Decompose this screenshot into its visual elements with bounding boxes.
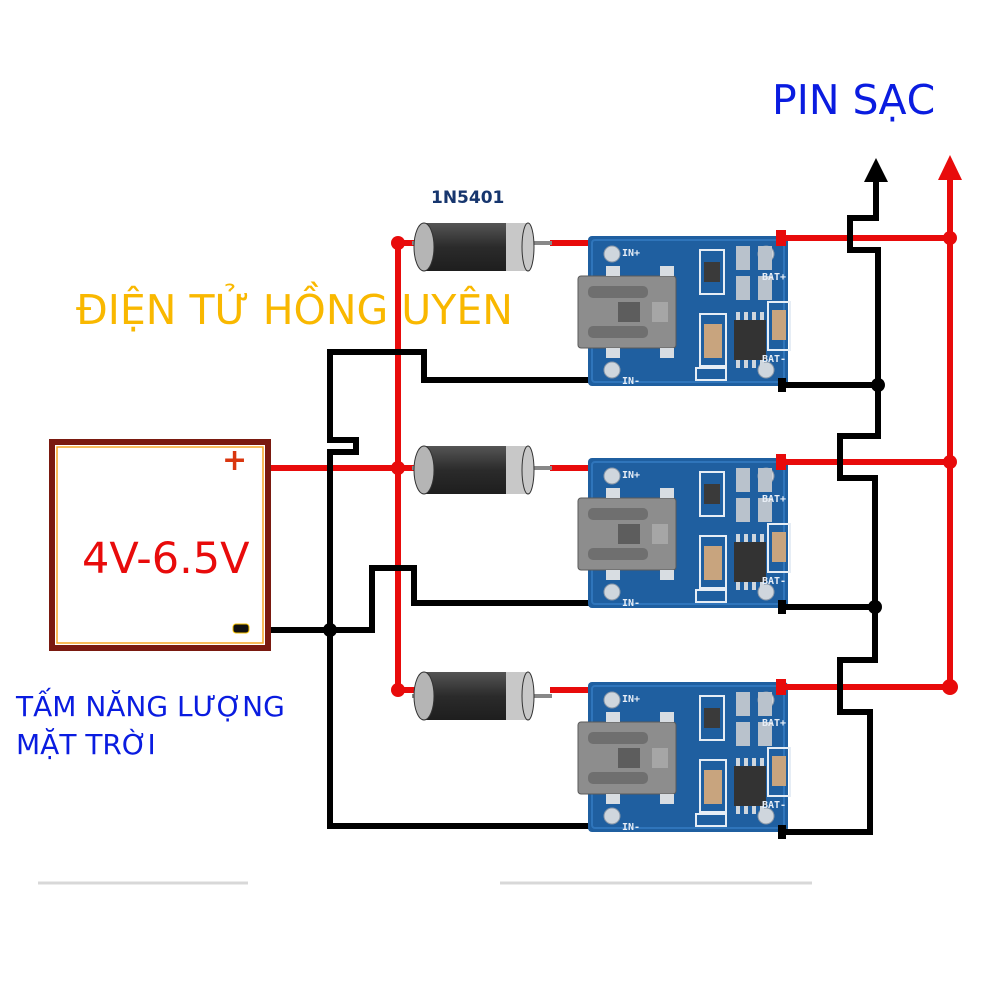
negative-output-arrow-icon bbox=[864, 158, 888, 182]
junction-dot bbox=[391, 683, 405, 697]
junction-dot bbox=[391, 236, 405, 250]
junction-dot bbox=[942, 679, 958, 695]
plus-symbol: + bbox=[222, 443, 247, 478]
solar-panel-label-line2: MẶT TRỜI bbox=[16, 728, 156, 761]
diode-3 bbox=[412, 671, 552, 721]
output-label: PIN SẠC bbox=[772, 76, 936, 124]
junction-dot bbox=[323, 623, 337, 637]
pin-label-bat-minus: BAT- bbox=[762, 800, 786, 811]
pin-label-bat-minus: BAT- bbox=[762, 354, 786, 365]
solar-panel-label-line1: TẤM NĂNG LƯỢNG bbox=[16, 690, 285, 723]
negative-output-wiring bbox=[780, 175, 881, 835]
pin-label-in-minus: IN- bbox=[622, 376, 640, 387]
solar-panel: + bbox=[49, 439, 271, 651]
junction-dot bbox=[391, 461, 405, 475]
pin-label-bat-plus: BAT+ bbox=[762, 718, 786, 729]
pin-label-in-minus: IN- bbox=[622, 822, 640, 833]
pin-label-in-plus: IN+ bbox=[622, 248, 640, 259]
minus-symbol bbox=[232, 623, 250, 634]
junction-dot bbox=[943, 231, 957, 245]
junction-dot bbox=[943, 455, 957, 469]
diode-1 bbox=[412, 222, 552, 272]
panel-voltage: 4V-6.5V bbox=[82, 534, 250, 584]
pin-label-in-minus: IN- bbox=[622, 598, 640, 609]
watermark-text: ĐIỆN TỬ HỒNG UYÊN bbox=[76, 286, 513, 334]
pin-label-bat-minus: BAT- bbox=[762, 576, 786, 587]
pin-label-in-plus: IN+ bbox=[622, 694, 640, 705]
pin-label-in-plus: IN+ bbox=[622, 470, 640, 481]
charger-module-1: IN+ IN- BAT+ BAT- bbox=[577, 235, 791, 387]
charger-module-2: IN+ IN- BAT+ BAT- bbox=[577, 457, 791, 609]
positive-output-wiring bbox=[778, 175, 953, 690]
diode-part-number: 1N5401 bbox=[431, 188, 505, 208]
positive-output-arrow-icon bbox=[938, 155, 962, 180]
charger-module-3: IN+ IN- BAT+ BAT- bbox=[577, 681, 791, 833]
negative-input-wiring bbox=[270, 349, 605, 829]
junction-dot bbox=[871, 378, 885, 392]
pin-label-bat-plus: BAT+ bbox=[762, 272, 786, 283]
pin-label-bat-plus: BAT+ bbox=[762, 494, 786, 505]
junction-dot bbox=[868, 600, 882, 614]
diode-2 bbox=[412, 445, 552, 495]
solar-panel-label: TẤM NĂNG LƯỢNG MẶT TRỜI bbox=[16, 688, 285, 764]
